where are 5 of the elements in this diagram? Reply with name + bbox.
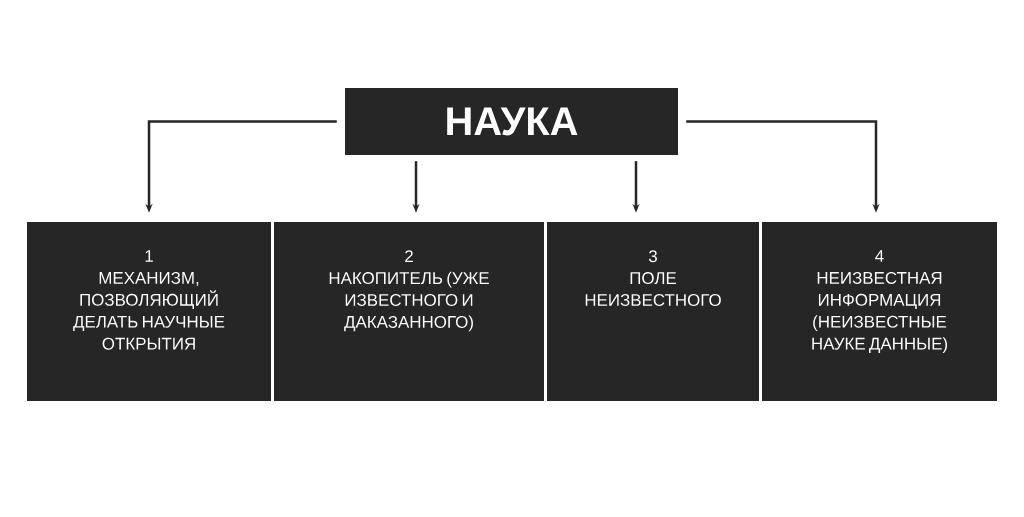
category-box: 4 НЕИЗВЕСТНАЯ ИНФОРМАЦИЯ (НЕИЗВЕСТНЫЕ НАУКЕ ДАННЫЕ) [762, 222, 997, 401]
category-box: 1 МЕХАНИЗМ, ПОЗВОЛЯЮЩИЙ ДЕЛАТЬ НАУЧНЫЕ ОТКРЫТИЯ [27, 222, 271, 401]
category-box: 3 ПОЛЕ НЕИЗВЕСТНОГО [547, 222, 759, 401]
title-box: НАУКА [345, 88, 678, 155]
category-box: 2 НАКОПИТЕЛЬ (УЖЕ ИЗВЕСТНОГО И ДАКАЗАННОГО) [274, 222, 544, 401]
